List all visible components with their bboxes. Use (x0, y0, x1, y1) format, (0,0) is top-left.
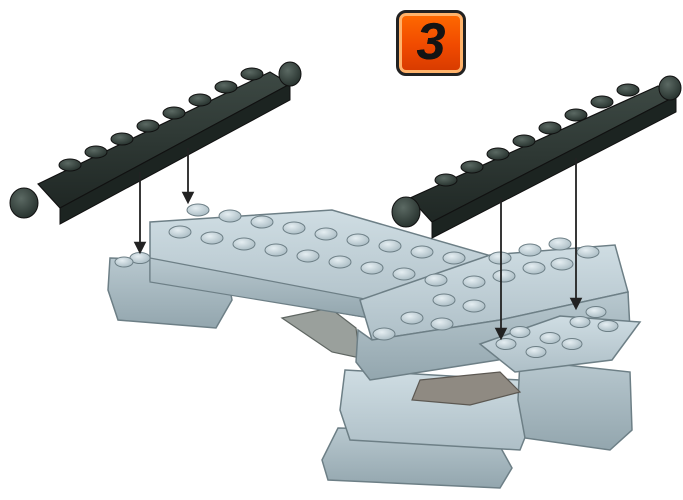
plate-1x10-with-rod-right (392, 76, 681, 238)
left-brick-stud (115, 257, 133, 267)
plate-1x10-with-rod-left (10, 62, 301, 224)
right-dark-plate-body (410, 86, 676, 222)
slope-piece (282, 308, 360, 358)
right-support-brick (518, 360, 632, 450)
left-rod-end (10, 188, 38, 218)
left-dark-plate-body (38, 72, 290, 208)
right-rod-end (659, 76, 681, 100)
right-rod-end (392, 197, 420, 227)
left-rod-end (279, 62, 301, 86)
